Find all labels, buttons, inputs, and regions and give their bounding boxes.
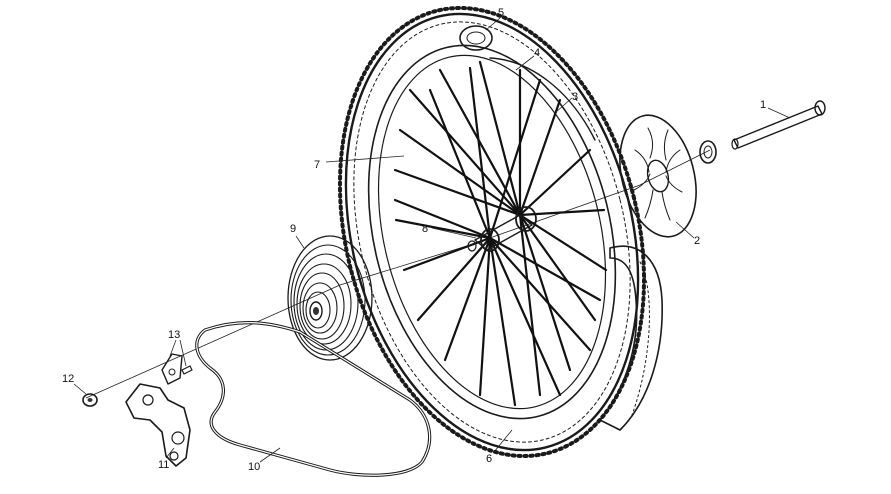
callout-inner-tube: 5 (498, 7, 504, 19)
derailleur (125, 383, 191, 467)
callout-rim: 3 (572, 91, 578, 103)
axle-nut (699, 140, 717, 164)
callout-derailleur: 11 (158, 459, 169, 471)
callout-chain: 10 (248, 461, 260, 473)
callout-hub: 8 (422, 223, 428, 235)
derailleur-hanger (161, 353, 193, 385)
hub (467, 206, 537, 252)
tire (337, 5, 663, 459)
callout-brake-disc: 2 (694, 235, 700, 247)
callout-cassette: 9 (290, 223, 296, 235)
callout-tire: 6 (486, 453, 492, 465)
callout-derailleur-bolt: 12 (62, 373, 74, 385)
callout-derailleur-hanger: 13 (168, 329, 180, 341)
callout-rim-strip: 4 (534, 47, 540, 59)
derailleur-bolt (82, 393, 98, 407)
rim (367, 44, 617, 420)
cassette (287, 235, 373, 361)
rim-strip (489, 57, 596, 141)
callout-axle: 1 (760, 99, 766, 111)
axle (731, 100, 826, 150)
brake-disc (619, 114, 697, 238)
callouts: 1 2 3 4 5 6 7 8 9 10 11 12 13 (62, 7, 766, 473)
callout-spokes: 7 (314, 159, 320, 171)
inner-tube (459, 25, 493, 51)
chain (195, 321, 432, 477)
leader-lines (73, 17, 791, 463)
spokes (393, 60, 608, 407)
